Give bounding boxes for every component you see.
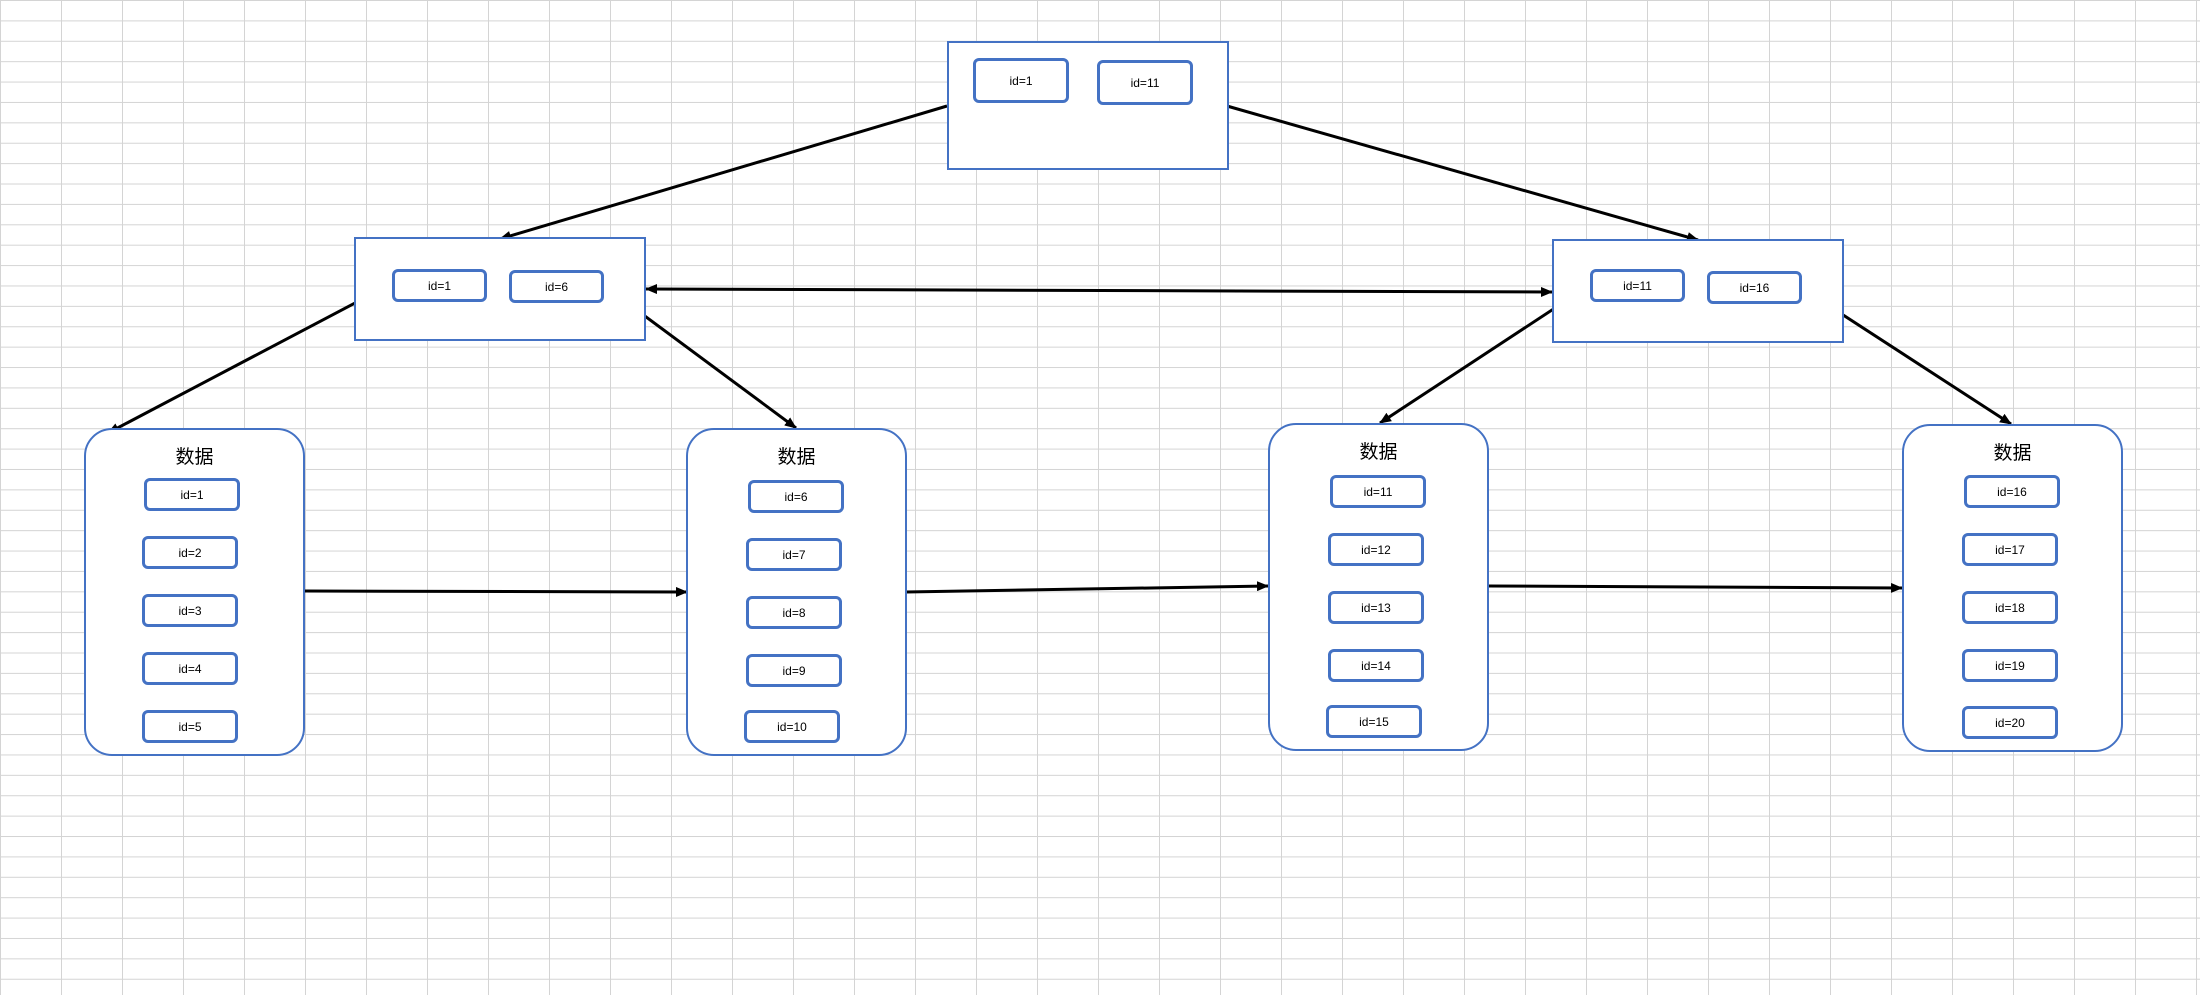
leaf-page-1: 数据 id=1 id=2 id=3 id=4 id=5 bbox=[84, 428, 305, 756]
branch-node-right: id=11 id=16 bbox=[1552, 239, 1844, 343]
edge-leaf-2-to-leaf-3 bbox=[905, 581, 1269, 594]
leaf-chain-arrows bbox=[186, 508, 2016, 711]
leaf-row: id=19 bbox=[1962, 649, 2058, 682]
leaf-row: id=18 bbox=[1962, 591, 2058, 624]
edge-root-to-branch-right bbox=[1226, 104, 1699, 242]
leaf-row: id=15 bbox=[1326, 705, 1422, 738]
leaf-row: id=11 bbox=[1330, 475, 1426, 508]
edge-leaf-1-to-leaf-2 bbox=[303, 586, 688, 597]
edge-root-to-branch-left bbox=[499, 104, 948, 241]
leaf-row: id=3 bbox=[142, 594, 238, 627]
leaf-row: id=12 bbox=[1328, 533, 1424, 566]
root-key-1: id=1 bbox=[973, 58, 1069, 103]
branch-left-key-2: id=6 bbox=[509, 270, 604, 303]
edge-leaf-3-to-leaf-4 bbox=[1487, 582, 1903, 593]
leaf-row: id=10 bbox=[744, 710, 840, 743]
leaf-row: id=6 bbox=[748, 480, 844, 513]
edge-branch-left-right bbox=[645, 284, 1553, 297]
leaf-row: id=8 bbox=[746, 596, 842, 629]
branch-node-left: id=1 id=6 bbox=[354, 237, 646, 341]
leaf-row: id=4 bbox=[142, 652, 238, 685]
edge-branch-left-key1-to-leaf-1 bbox=[107, 281, 394, 435]
leaf-page-title: 数据 bbox=[175, 446, 214, 468]
leaf-row: id=13 bbox=[1328, 591, 1424, 624]
leaf-page-2: 数据 id=6 id=7 id=8 id=9 id=10 bbox=[686, 428, 907, 756]
leaf-row: id=17 bbox=[1962, 533, 2058, 566]
root-node: id=1 id=11 bbox=[947, 41, 1229, 170]
leaf-row: id=7 bbox=[746, 538, 842, 571]
leaf-row: id=5 bbox=[142, 710, 238, 743]
root-key-2: id=11 bbox=[1097, 60, 1193, 105]
leaf-row: id=16 bbox=[1964, 475, 2060, 508]
leaf-row: id=1 bbox=[144, 478, 240, 511]
leaf-page-title: 数据 bbox=[1359, 441, 1398, 463]
leaf-row: id=9 bbox=[746, 654, 842, 687]
leaf-page-3: 数据 id=11 id=12 id=13 id=14 id=15 bbox=[1268, 423, 1489, 751]
leaf-row: id=14 bbox=[1328, 649, 1424, 682]
leaf-row: id=20 bbox=[1962, 706, 2058, 739]
leaf-page-4: 数据 id=16 id=17 id=18 id=19 id=20 bbox=[1902, 424, 2123, 752]
branch-left-key-1: id=1 bbox=[392, 269, 487, 302]
leaf-page-title: 数据 bbox=[777, 446, 816, 468]
leaf-row: id=2 bbox=[142, 536, 238, 569]
branch-right-key-2: id=16 bbox=[1707, 271, 1802, 304]
leaf-page-title: 数据 bbox=[1993, 442, 2032, 464]
branch-right-key-1: id=11 bbox=[1590, 269, 1685, 302]
